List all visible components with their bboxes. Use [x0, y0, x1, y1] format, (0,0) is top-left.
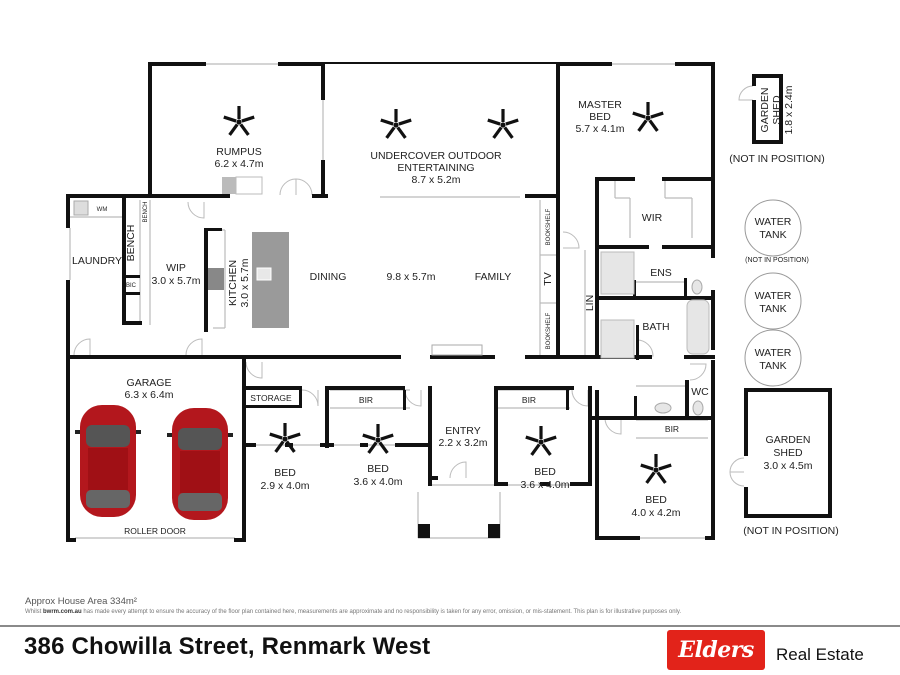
ceiling-fan-icon [362, 424, 394, 454]
car-icon [75, 405, 141, 517]
tank2-label-1: WATER [755, 290, 792, 302]
entry-label: ENTRY [445, 425, 480, 437]
small-shed-label-2: SHED [771, 95, 783, 125]
floor-plan: RUMPUS 6.2 x 4.7m UNDERCOVER OUTDOOR ENT… [66, 62, 839, 542]
ceiling-fan-icon [223, 106, 255, 136]
wip-label: WIP [166, 262, 186, 274]
disclaimer-prefix: Whilst [25, 609, 43, 615]
family-label: FAMILY [475, 271, 512, 283]
master-size: 5.7 x 4.1m [575, 123, 624, 135]
bed4-label: BED [534, 466, 556, 478]
water-tank-1 [744, 199, 802, 257]
ensuite-shower [600, 251, 635, 295]
tank3-label-2: TANK [759, 360, 786, 372]
ceiling-fan-icon [269, 423, 301, 453]
car-icon [167, 408, 233, 520]
kitchen-size: 3.0 x 5.7m [239, 258, 251, 307]
large-shed-note: (NOT IN POSITION) [743, 525, 838, 537]
ceiling-fan-icon [380, 109, 412, 139]
fireplace [431, 344, 483, 356]
large-shed-label-1: GARDEN [766, 434, 811, 446]
bed3-label: BED [367, 463, 389, 475]
wc-label: WC [691, 386, 709, 398]
bath-label: BATH [642, 321, 669, 333]
rumpus-size: 6.2 x 4.7m [214, 158, 263, 170]
tank3-label-1: WATER [755, 347, 792, 359]
large-shed-label-2: SHED [773, 447, 803, 459]
large-shed-size: 3.0 x 4.5m [763, 460, 812, 472]
bed5-bir-label: BIR [665, 424, 679, 434]
storage-label: STORAGE [250, 393, 292, 403]
water-tank-2 [744, 272, 802, 330]
door-swings [73, 85, 754, 487]
bookshelf-label: BOOKSHELF [546, 312, 552, 349]
divider [0, 625, 900, 627]
entry-size: 2.2 x 3.2m [438, 437, 487, 449]
garage-size: 6.3 x 6.4m [124, 389, 173, 401]
bic-label: BIC [126, 283, 137, 289]
ceiling-fan-icon [632, 102, 664, 132]
rumpus-sink-icon [222, 177, 236, 194]
living-size: 9.8 x 5.7m [386, 271, 435, 283]
wip-bench-label: BENCH [143, 201, 149, 222]
elders-logo: Elders [667, 630, 765, 670]
ceiling-fan-icon [487, 109, 519, 139]
outdoor-label-1: UNDERCOVER OUTDOOR [370, 150, 502, 162]
bed3-bir-label: BIR [359, 395, 373, 405]
walls [66, 62, 832, 542]
bed4-bir-label: BIR [522, 395, 536, 405]
tank1-label-1: WATER [755, 216, 792, 228]
kitchen-label: KITCHEN [227, 260, 239, 306]
ceiling-fan-icon [640, 454, 672, 484]
cooktop-icon [208, 268, 224, 290]
disclaimer: Whilst bwrm.com.au has made every attemp… [25, 609, 681, 615]
bathtub [686, 299, 710, 355]
wir-label: WIR [642, 212, 663, 224]
small-shed-label-1: GARDEN [759, 88, 771, 133]
master-label-1: MASTER [578, 99, 622, 111]
small-shed-size: 1.8 x 2.4m [783, 85, 795, 134]
rumpus-bench [235, 176, 263, 195]
bath-shower [600, 319, 635, 359]
bed4-size: 3.6 x 4.0m [520, 479, 569, 491]
laundry-bench-label: BENCH [125, 225, 137, 262]
rumpus-label: RUMPUS [216, 146, 262, 158]
bed3-size: 3.6 x 4.0m [353, 476, 402, 488]
dining-label: DINING [310, 271, 347, 283]
brand-text: Real Estate [776, 645, 864, 664]
elders-logo-text: Elders [678, 637, 754, 663]
roller-door-label: ROLLER DOOR [124, 526, 186, 536]
vanity-basin-icon [654, 402, 672, 414]
tv-label: TV [542, 272, 554, 285]
bed2-label: BED [274, 467, 296, 479]
wm-label: WM [97, 207, 108, 213]
outdoor-label-2: ENTERTAINING [397, 162, 474, 174]
garage-label: GARAGE [127, 377, 172, 389]
water-tank-3 [744, 329, 802, 387]
disclaimer-text: has made every attempt to ensure the acc… [81, 609, 682, 615]
bed5-label: BED [645, 494, 667, 506]
laundry-trough-icon [73, 200, 89, 216]
outdoor-size: 8.7 x 5.2m [411, 174, 460, 186]
property-address: 386 Chowilla Street, Renmark West [24, 633, 431, 660]
bed5-size: 4.0 x 4.2m [631, 507, 680, 519]
master-label-2: BED [589, 111, 611, 123]
tank1-note: (NOT IN POSITION) [745, 257, 809, 264]
house-area: Approx House Area 334m² [25, 596, 137, 607]
disclaimer-site: bwrm.com.au [43, 609, 82, 615]
laundry-label: LAUNDRY [72, 255, 122, 267]
lin-label: LIN [584, 295, 596, 311]
bookshelf-label: BOOKSHELF [546, 208, 552, 245]
ens-label: ENS [650, 267, 672, 279]
tank1-label-2: TANK [759, 229, 786, 241]
ceiling-fan-icon [525, 426, 557, 456]
sink-icon [256, 267, 272, 281]
wc-toilet-icon [692, 400, 704, 416]
ens-toilet-icon [691, 279, 703, 295]
small-shed-note: (NOT IN POSITION) [729, 153, 824, 165]
tank2-label-2: TANK [759, 303, 786, 315]
bed2-size: 2.9 x 4.0m [260, 480, 309, 492]
wip-size: 3.0 x 5.7m [151, 275, 200, 287]
